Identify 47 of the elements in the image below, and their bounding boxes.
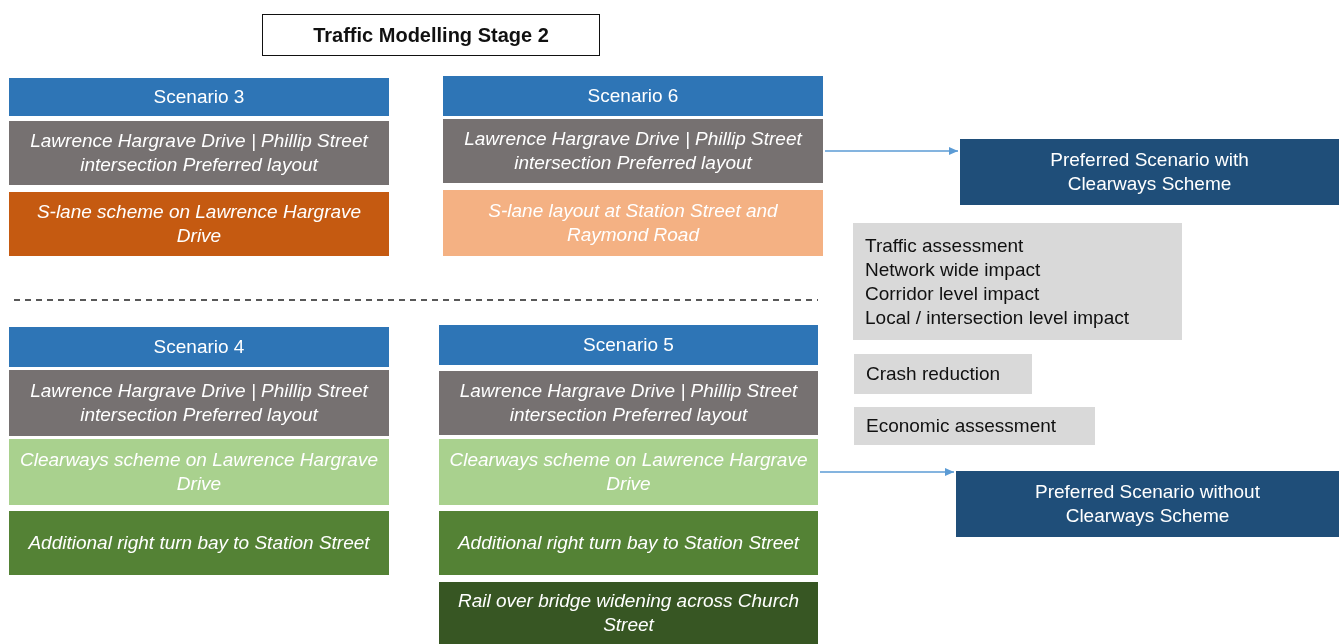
option-panel [9,511,389,575]
box-text: Clearways scheme on Lawrence Hargrave Drive [19,448,379,496]
criterion-text: Local / intersection level impact [865,305,1129,330]
option-panel [439,511,818,575]
option-panel [439,371,818,435]
option-panel [443,190,823,256]
box-text: S-lane scheme on Lawrence Hargrave Drive [35,200,363,248]
box-text: Lawrence Hargrave Drive | Phillip Street intersection Preferred layout [29,379,370,427]
criteria-panel [854,407,1095,445]
result-box [960,139,1339,205]
box-text: Scenario 6 [587,84,679,108]
arrow [819,468,955,476]
box-text: S-lane layout at Station Street and Raymond Road [487,199,779,247]
box-text: Scenario 3 [153,85,245,109]
box-text: Scenario 5 [583,333,674,357]
criterion-text: Network wide impact [865,257,1041,282]
box-text: Scenario 4 [153,335,245,359]
result-box [956,471,1339,537]
criterion-text: Traffic assessment [865,233,1024,258]
title-text: Traffic Modelling Stage 2 [313,23,549,47]
option-panel [9,121,389,185]
option-panel [9,370,389,436]
arrow [824,147,959,155]
criteria-panel [853,223,1182,340]
header-bar [443,76,823,116]
header-bar [9,327,389,367]
header-bar [439,325,818,365]
title-box [262,14,600,56]
criterion-text: Corridor level impact [865,281,1040,306]
box-text: Preferred Scenario without Clearways Scheme [1034,480,1261,528]
box-text: Rail over bridge widening across Church Street [456,589,801,637]
box-text: Lawrence Hargrave Drive | Phillip Street intersection Preferred layout [29,129,370,177]
criterion-text: Crash reduction [866,362,1001,386]
box-text: Clearways scheme on Lawrence Hargrave Drive [448,448,809,496]
criteria-panel [854,354,1032,394]
option-panel [439,582,818,644]
box-text: Lawrence Hargrave Drive | Phillip Street intersection Preferred layout [458,379,799,427]
box-text: Additional right turn bay to Station Street [457,531,800,555]
header-bar [9,78,389,116]
box-text: Additional right turn bay to Station Street [28,531,370,555]
option-panel [439,439,818,505]
box-text: Lawrence Hargrave Drive | Phillip Street intersection Preferred layout [463,127,804,175]
option-panel [443,119,823,183]
box-text: Preferred Scenario with Clearways Scheme [1049,148,1250,196]
option-panel [9,192,389,256]
option-panel [9,439,389,505]
criterion-text: Economic assessment [866,414,1057,438]
